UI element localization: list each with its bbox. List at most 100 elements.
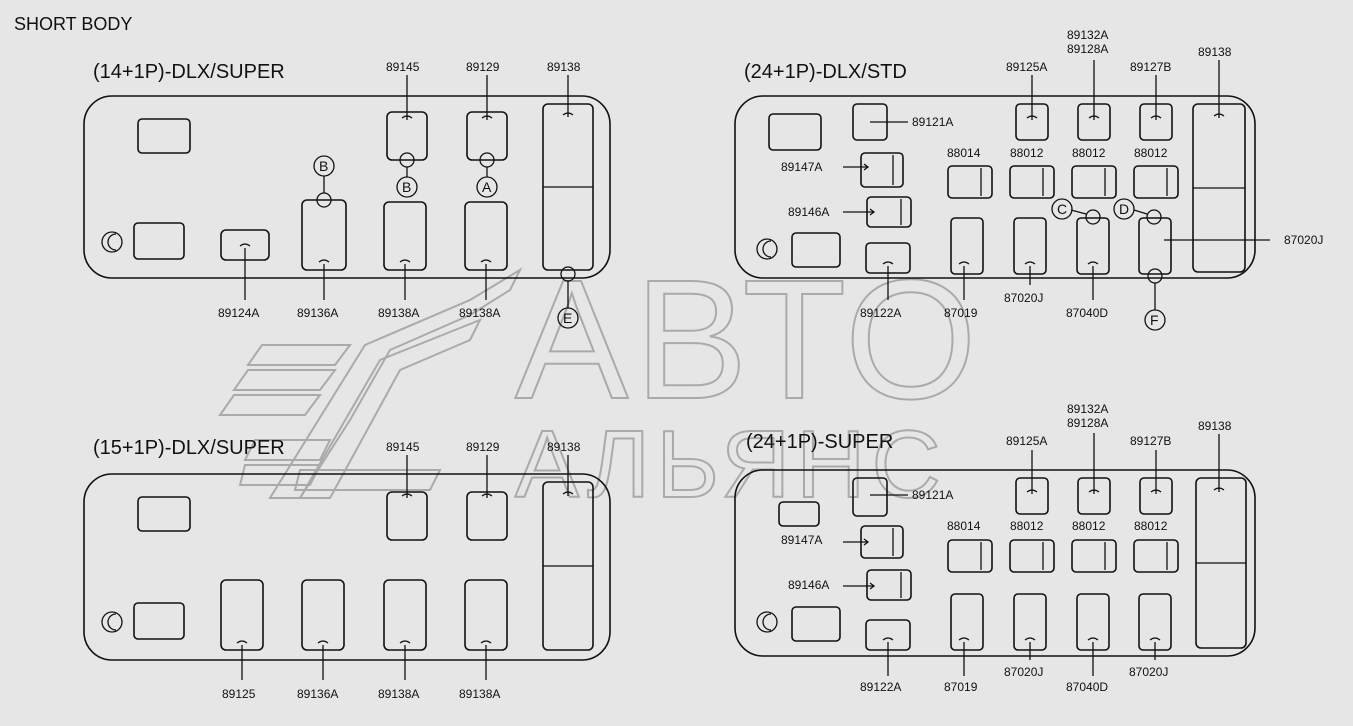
label-89138a: 89138A [378, 687, 419, 701]
leader [481, 75, 493, 120]
blank-connector [768, 113, 822, 151]
leader [1088, 433, 1100, 494]
marker-b-circle-icon [396, 176, 418, 198]
leader [399, 640, 411, 680]
label-89125: 89125 [222, 687, 256, 701]
marker-b: B [402, 179, 411, 195]
marker-dot [1085, 209, 1101, 225]
marker-dot [1146, 209, 1162, 225]
watermark-line2: АЛЬЯНС [515, 411, 947, 518]
label-89124a: 89124A [218, 306, 259, 320]
ground-arc [762, 613, 772, 631]
leader [1150, 450, 1162, 494]
connector-87020j-1 [1013, 593, 1047, 651]
label-89146a: 89146A [788, 578, 829, 592]
marker-f-circle-icon [1144, 309, 1166, 331]
leader [1026, 75, 1038, 120]
connector-87020j-2 [1138, 593, 1172, 651]
leader [317, 640, 329, 680]
connector-89138a-2 [464, 579, 508, 651]
label-87020j-side: 87020J [1284, 233, 1323, 247]
connector-89121a [852, 477, 888, 517]
marker-d-circle-icon [1113, 198, 1135, 220]
panel-body [734, 469, 1256, 657]
label-89128a: 89128A [1067, 42, 1108, 56]
leader [1024, 637, 1036, 660]
leader [1087, 637, 1099, 676]
panel-title: (14+1P)-DLX/SUPER [93, 61, 285, 83]
label-89138a: 89138A [459, 306, 500, 320]
label-89147a: 89147A [781, 160, 822, 174]
connector-89147a [860, 152, 904, 188]
watermark-logo-icon [218, 267, 523, 499]
label-88012: 88012 [1010, 146, 1044, 160]
leader [1026, 450, 1038, 494]
panel-body [83, 473, 611, 661]
page-title: SHORT BODY [14, 14, 132, 34]
leader [401, 455, 413, 498]
label-87019: 87019 [944, 680, 978, 694]
connector-87019 [950, 217, 984, 275]
label-88014: 88014 [947, 146, 981, 160]
label-87020j: 87020J [1004, 291, 1043, 305]
ground-arc [762, 240, 772, 258]
label-87040d: 87040D [1066, 680, 1108, 694]
label-89125a: 89125A [1006, 60, 1047, 74]
leader [1213, 60, 1225, 118]
leader [843, 538, 870, 546]
leader [562, 75, 574, 117]
leader [1150, 75, 1162, 120]
panel-body [734, 95, 1256, 279]
marker-a: A [482, 179, 492, 195]
label-89138: 89138 [547, 440, 581, 454]
label-89138a: 89138A [459, 687, 500, 701]
connector-87019 [950, 593, 984, 651]
label-89127b: 89127B [1130, 60, 1171, 74]
marker-d: D [1119, 201, 1129, 217]
connector-87020j-1 [1013, 217, 1047, 275]
label-89132a: 89132A [1067, 28, 1108, 42]
label-89145: 89145 [386, 440, 420, 454]
ground-symbol-icon [101, 611, 123, 633]
connector-88014 [947, 165, 993, 199]
connector-88012-2 [1071, 165, 1117, 199]
leader [1149, 637, 1161, 660]
connector-89145 [386, 491, 428, 541]
label-89122a: 89122A [860, 680, 901, 694]
marker-stem [1070, 209, 1087, 215]
marker-e: E [563, 310, 572, 326]
leader [399, 259, 411, 300]
label-89127b: 89127B [1130, 434, 1171, 448]
leader [1087, 261, 1099, 300]
blank-connector [137, 118, 191, 154]
marker-e-circle-icon [557, 307, 579, 329]
marker-b: B [319, 158, 328, 174]
connector-88012-1 [1009, 539, 1055, 573]
panel-title: (24+1P)-SUPER [746, 431, 893, 453]
label-87019: 87019 [944, 306, 978, 320]
ground-arc [107, 613, 117, 631]
panel-body [83, 95, 611, 279]
panel-15-1p-dlx-super: (15+1P)-DLX/SUPER 89145 89129 89138 8912… [83, 437, 611, 701]
leader [882, 637, 894, 676]
label-89122a: 89122A [860, 306, 901, 320]
blank-connector [778, 501, 820, 527]
marker-c-circle-icon [1051, 198, 1073, 220]
connector-88014 [947, 539, 993, 573]
marker-f: F [1150, 312, 1159, 328]
label-89138a: 89138A [378, 306, 419, 320]
leader [882, 261, 894, 300]
panel-14-1p-dlx-super: (14+1P)-DLX/SUPER B B A [83, 60, 611, 329]
label-89147a: 89147A [781, 533, 822, 547]
connector-87040d [1076, 593, 1110, 651]
leader [958, 637, 970, 676]
ground-symbol-icon [101, 231, 123, 253]
label-88012: 88012 [1134, 146, 1168, 160]
blank-connector [791, 232, 841, 268]
label-87020j: 87020J [1129, 665, 1168, 679]
label-87040d: 87040D [1066, 306, 1108, 320]
panel-24-1p-super: (24+1P)-SUPER [734, 402, 1256, 694]
label-89145: 89145 [386, 60, 420, 74]
label-89125a: 89125A [1006, 434, 1047, 448]
